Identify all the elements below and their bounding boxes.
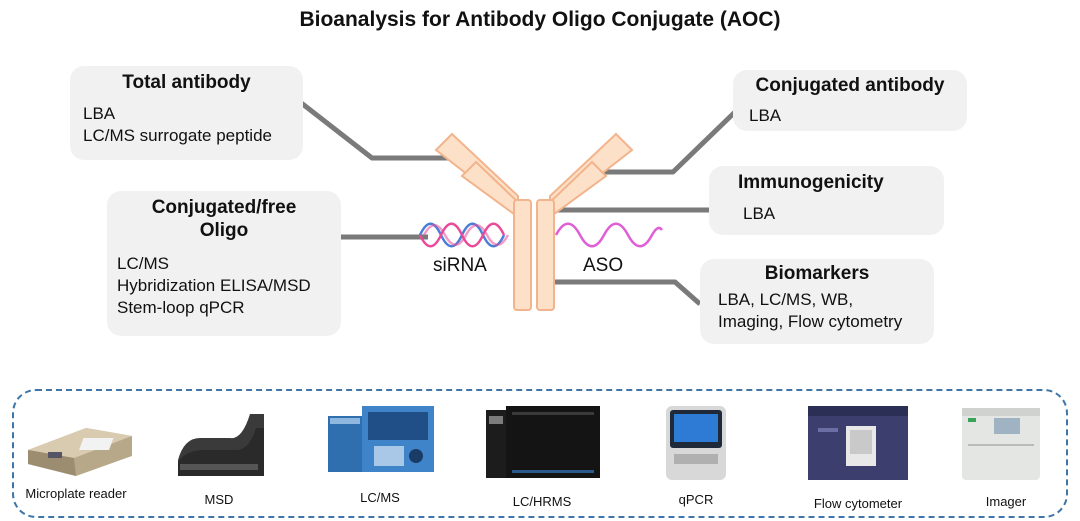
instrument-label: LC/MS	[360, 490, 400, 505]
oligo-line: Hybridization ELISA/MSD	[117, 276, 311, 295]
total-antibody-line: LC/MS surrogate peptide	[83, 126, 272, 145]
instrument-label: qPCR	[678, 492, 714, 507]
conjugated-antibody-title: Conjugated antibody	[755, 75, 945, 96]
aso-label: ASO	[583, 255, 624, 276]
instrument-label: Microplate reader	[25, 486, 127, 501]
connector-biomarkers	[548, 279, 702, 306]
page-title: Bioanalysis for Antibody Oligo Conjugate…	[299, 8, 781, 31]
biomarkers-line: Imaging, Flow cytometry	[718, 312, 903, 331]
conjugated-antibody-box: Conjugated antibody LBA	[733, 70, 967, 131]
instrument-label: Imager	[985, 494, 1027, 509]
flow-cytometer-icon	[808, 406, 908, 480]
total-antibody-box: Total antibody LBA LC/MS surrogate pepti…	[70, 66, 303, 160]
diagram-graphics	[298, 100, 737, 311]
biomarkers-box: Biomarkers LBA, LC/MS, WB, Imaging, Flow…	[700, 259, 934, 344]
instrument-microplate-reader: Microplate reader	[16, 398, 136, 508]
oligo-line: LC/MS	[117, 254, 169, 273]
sirna-helix-icon	[418, 222, 510, 248]
instrument-label: Flow cytometer	[813, 496, 903, 511]
imager-icon	[962, 408, 1040, 480]
total-antibody-title: Total antibody	[122, 72, 251, 93]
connector-conjugated-antibody	[595, 110, 737, 175]
instrument-lcms: LC/MS	[318, 396, 442, 508]
qpcr-icon	[666, 406, 726, 480]
instrument-lchrms: LC/HRMS	[478, 398, 606, 510]
immunogenicity-line: LBA	[743, 204, 776, 223]
total-antibody-line: LBA	[83, 104, 116, 123]
instruments-panel	[12, 389, 1068, 518]
immunogenicity-title: Immunogenicity	[738, 172, 884, 193]
biomarkers-title: Biomarkers	[764, 263, 870, 284]
instrument-label: LC/HRMS	[512, 494, 572, 509]
instrument-flow-cytometer: Flow cytometer	[798, 398, 918, 511]
msd-icon	[178, 414, 264, 476]
instrument-msd: MSD	[160, 398, 278, 508]
oligo-line: Stem-loop qPCR	[117, 298, 245, 317]
lchrms-icon	[486, 406, 600, 478]
connector-total-antibody	[298, 100, 450, 161]
lcms-icon	[328, 406, 434, 472]
aso-strand-icon	[554, 222, 663, 248]
instrument-imager: Imager	[948, 398, 1064, 510]
instrument-qpcr: qPCR	[652, 398, 740, 510]
oligo-title-line1: Conjugated/free	[151, 197, 297, 218]
conjugated-antibody-line: LBA	[749, 106, 782, 125]
oligo-title-line2: Oligo	[199, 220, 249, 241]
biomarkers-line: LBA, LC/MS, WB,	[718, 290, 854, 309]
microplate-reader-icon	[28, 428, 132, 476]
instrument-label: MSD	[204, 492, 234, 507]
sirna-label: siRNA	[433, 255, 487, 276]
conjugated-free-oligo-box: Conjugated/free Oligo LC/MS Hybridizatio…	[107, 191, 341, 336]
immunogenicity-box: Immunogenicity LBA	[709, 166, 944, 235]
antibody-icon	[434, 132, 634, 311]
